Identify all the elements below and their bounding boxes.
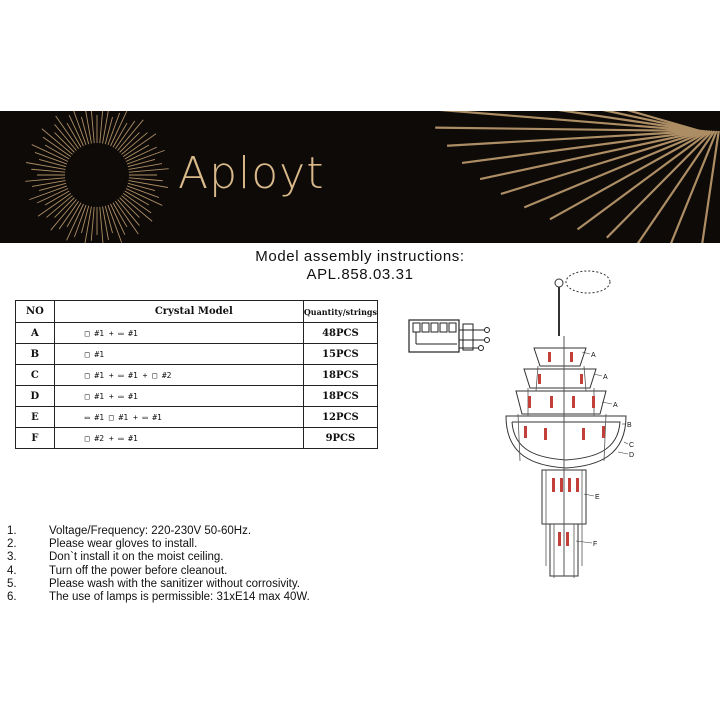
diagram-label-a1: A <box>591 352 596 359</box>
row-id: C <box>15 364 55 386</box>
row-model: □ #1 + ▭ #1 + □ #2 <box>84 370 172 380</box>
row-id: F <box>15 427 55 449</box>
table-row: C □ #1 + ▭ #1 + □ #2 18PCS <box>15 364 379 386</box>
sunburst-decoration <box>25 111 720 243</box>
diagram-label-d: D <box>629 452 634 459</box>
brand-banner <box>0 111 720 243</box>
row-qty: 18PCS <box>302 385 379 407</box>
brand-logo-text: Aployt <box>178 148 325 199</box>
row-qty: 18PCS <box>302 364 379 386</box>
row-id: A <box>15 322 55 344</box>
header-crystal-model: Crystal Model <box>53 300 304 323</box>
list-item: 1.Voltage/Frequency: 220-230V 50-60Hz. <box>7 525 252 537</box>
header-quantity: Quantity/strings <box>302 300 379 323</box>
row-model: ▭ #1 □ #1 + ▭ #1 <box>84 412 162 422</box>
row-id: D <box>15 385 55 407</box>
diagram-label-a3: A <box>613 402 618 409</box>
model-number: APL.858.03.31 <box>306 266 414 283</box>
diagram-label-e: E <box>595 494 600 501</box>
list-item: 4.Turn off the power before cleanout. <box>7 564 228 577</box>
header-no: NO <box>15 300 55 323</box>
row-model: □ #1 + ▭ #1 <box>84 328 138 338</box>
instructions-title: Model assembly instructions: <box>255 248 465 265</box>
row-model: □ #1 + ▭ #1 <box>84 391 138 401</box>
row-qty: 9PCS <box>302 427 379 449</box>
row-model: □ #2 + ▭ #1 <box>84 433 138 443</box>
crystal-model-table: NO Crystal Model Quantity/strings A □ #1… <box>15 300 379 449</box>
table-row: A □ #1 + ▭ #1 48PCS <box>15 322 379 344</box>
safety-notes-list: 1.Voltage/Frequency: 220-230V 50-60Hz. 2… <box>0 525 310 604</box>
diagram-label-a2: A <box>603 374 608 381</box>
list-item: 6.The use of lamps is permissible: 31xE1… <box>7 590 310 603</box>
diagram-label-c: C <box>629 442 634 449</box>
list-item: 3.Don`t install it on the moist ceiling. <box>7 551 224 564</box>
diagram-label-f: F <box>593 541 597 548</box>
row-qty: 48PCS <box>302 322 379 344</box>
row-model: □ #1 <box>84 349 105 359</box>
wiring-schematic <box>408 319 490 353</box>
table-row: B □ #1 15PCS <box>15 343 379 365</box>
row-qty: 15PCS <box>302 343 379 365</box>
list-item: 2.Please wear gloves to install. <box>7 538 198 551</box>
list-item: 5.Please wash with the sanitizer without… <box>7 577 300 590</box>
table-row: E ▭ #1 □ #1 + ▭ #1 12PCS <box>15 406 379 428</box>
row-id: E <box>15 406 55 428</box>
table-header-row: NO Crystal Model Quantity/strings <box>15 300 379 323</box>
diagram-label-b: B <box>627 422 632 429</box>
row-qty: 12PCS <box>302 406 379 428</box>
row-id: B <box>15 343 55 365</box>
table-row: F □ #2 + ▭ #1 9PCS <box>15 427 379 449</box>
table-row: D □ #1 + ▭ #1 18PCS <box>15 385 379 407</box>
chandelier-diagram: A A A B C D E F <box>505 270 634 578</box>
